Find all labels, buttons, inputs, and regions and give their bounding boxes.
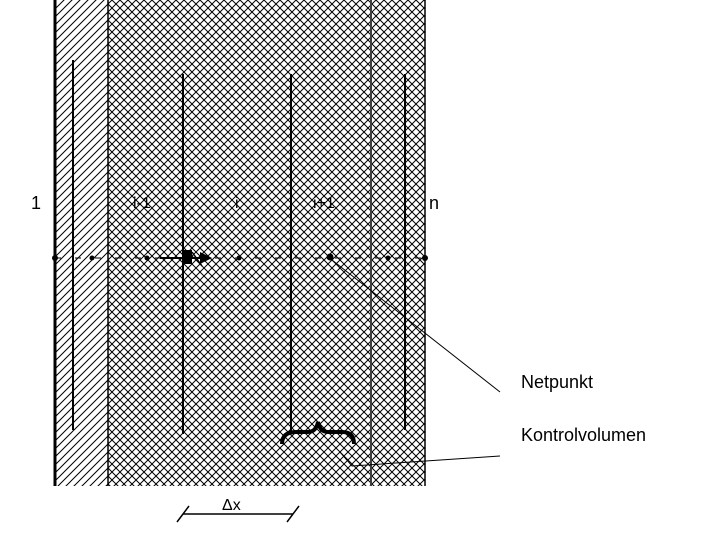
node-label-1: 1 xyxy=(31,193,41,213)
right-region xyxy=(372,0,425,486)
kontrolvolumen-label: Kontrolvolumen xyxy=(521,425,646,445)
delta-x-label: Δx xyxy=(222,497,241,514)
node-label-i-minus-1: i-1 xyxy=(133,195,151,212)
node-label-n: n xyxy=(429,193,439,213)
control-volume-brace xyxy=(280,421,356,445)
left-wall-region xyxy=(55,0,108,486)
node-label-i-plus-1: i+1 xyxy=(313,195,335,212)
node-dot-i-plus-1 xyxy=(326,253,334,261)
flux-arrow xyxy=(160,250,212,267)
node-dot-1 xyxy=(52,255,58,261)
node-dot-n-end xyxy=(422,255,428,261)
node-dot-n xyxy=(385,255,391,261)
kontrolvolumen-leader xyxy=(339,451,501,467)
netpunkt-label: Netpunkt xyxy=(521,372,593,392)
netpunkt-leader xyxy=(331,259,501,393)
delta-x-dimension xyxy=(176,505,300,523)
node-dot-i-minus-1 xyxy=(144,255,150,261)
node-dot-1b xyxy=(89,255,95,261)
interior-region xyxy=(108,0,370,486)
node-dot-i xyxy=(236,255,242,261)
node-label-i: i xyxy=(235,195,239,212)
